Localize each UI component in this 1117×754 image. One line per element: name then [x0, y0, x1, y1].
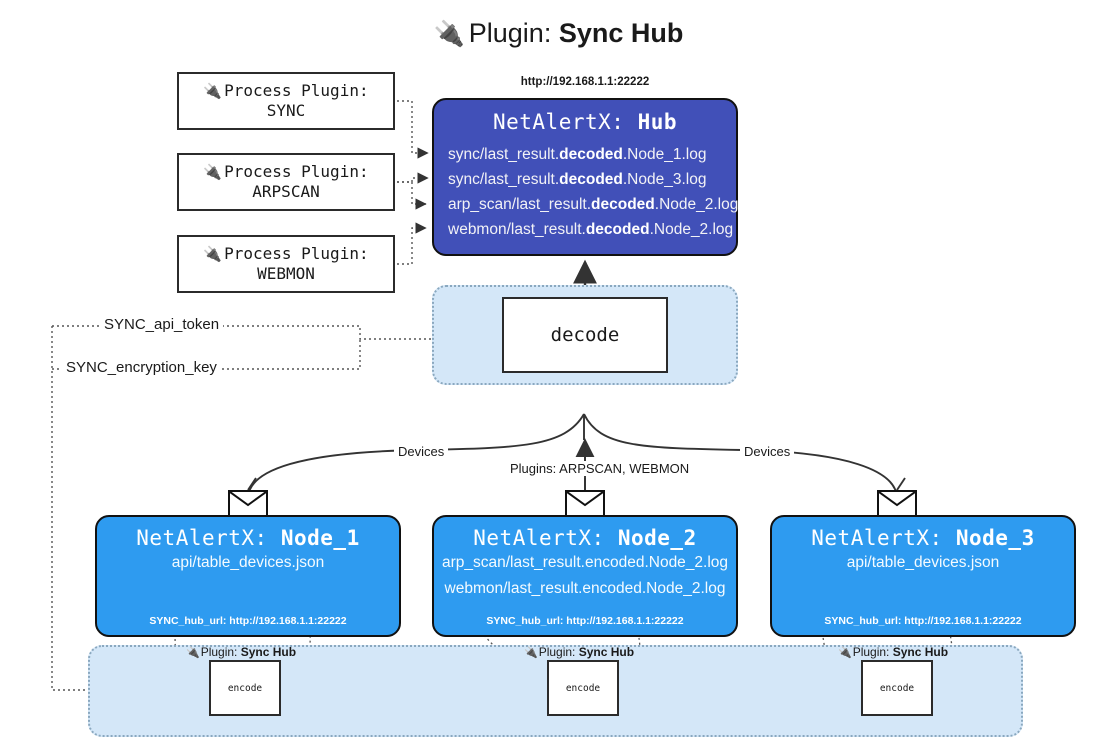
edge-label-devices-right: Devices [740, 444, 795, 459]
node-row: arp_scan/last_result.encoded.Node_2.log [441, 554, 729, 571]
title-prefix: Plugin: [468, 18, 552, 48]
node-name: Node_2 [617, 526, 697, 550]
title-name: Sync Hub [558, 18, 684, 48]
process-plugin-name: WEBMON [257, 264, 315, 283]
process-plugin-arpscan[interactable]: 🔌Process Plugin: ARPSCAN [177, 153, 395, 211]
process-plugin-label: Process Plugin: [224, 162, 369, 182]
log-mid: decoded [559, 146, 623, 163]
node-2[interactable]: NetAlertX: Node_2 arp_scan/last_result.e… [432, 515, 738, 637]
page-title: 🔌Plugin: Sync Hub [0, 18, 1117, 49]
node-1[interactable]: NetAlertX: Node_1 api/table_devices.json… [95, 515, 401, 637]
envelope-icon-node-2 [565, 490, 605, 519]
hub-title: NetAlertX: Hub [434, 110, 736, 134]
process-plugin-label: Process Plugin: [224, 81, 369, 101]
encode-plugin-tag-3: 🔌Plugin: Sync Hub [838, 645, 948, 659]
hub-log-list: sync/last_result.decoded.Node_1.log sync… [434, 142, 739, 242]
log-post: .Node_1.log [622, 146, 707, 163]
encode-plugin-tag-2: 🔌Plugin: Sync Hub [524, 645, 634, 659]
plugin-name: Sync Hub [892, 645, 949, 659]
plug-icon: 🔌 [203, 245, 223, 264]
envelope-icon-node-1 [228, 490, 268, 519]
plug-icon: 🔌 [186, 647, 200, 659]
plug-icon: 🔌 [203, 82, 223, 101]
log-pre: arp_scan/last_result. [448, 196, 592, 213]
plugin-name: Sync Hub [240, 645, 297, 659]
log-mid: decoded [559, 171, 623, 188]
node-row: api/table_devices.json [171, 554, 325, 571]
process-plugin-name: ARPSCAN [252, 182, 320, 201]
node-hub-url: SYNC_hub_url: http://192.168.1.1:22222 [824, 615, 1022, 627]
node-name: Node_1 [280, 526, 360, 550]
hub-name: Hub [637, 110, 678, 134]
log-pre: sync/last_result. [448, 171, 560, 188]
decode-box[interactable]: decode [502, 297, 668, 373]
process-plugin-label: Process Plugin: [224, 244, 369, 264]
node-title: NetAlertX: Node_1 [97, 526, 399, 550]
plugin-prefix: Plugin: [200, 645, 238, 659]
label-sync-encryption-key: SYNC_encryption_key [62, 359, 221, 376]
edge-label-plugins-center: Plugins: ARPSCAN, WEBMON [506, 461, 694, 476]
node-3[interactable]: NetAlertX: Node_3 api/table_devices.json… [770, 515, 1076, 637]
node-row: api/table_devices.json [846, 554, 1000, 571]
edge-label-devices-left: Devices [394, 444, 449, 459]
node-hub-url: SYNC_hub_url: http://192.168.1.1:22222 [149, 615, 347, 627]
node-name: Node_3 [955, 526, 1035, 550]
plug-icon: 🔌 [524, 647, 538, 659]
plug-icon: 🔌 [838, 647, 852, 659]
encode-box-2[interactable]: encode [547, 660, 619, 716]
encode-plugin-tag-1: 🔌Plugin: Sync Hub [186, 645, 296, 659]
process-plugin-name: SYNC [266, 101, 306, 120]
process-plugin-sync[interactable]: 🔌Process Plugin: SYNC [177, 72, 395, 130]
log-post: .Node_2.log [649, 221, 734, 238]
plugin-name: Sync Hub [578, 645, 635, 659]
label-sync-api-token: SYNC_api_token [100, 316, 224, 333]
hub-url-label: http://192.168.1.1:22222 [520, 76, 650, 88]
hub-app: NetAlertX: [492, 110, 625, 134]
hub-log-row: sync/last_result.decoded.Node_3.log [434, 167, 736, 192]
plug-icon: 🔌 [433, 20, 465, 48]
node-title: NetAlertX: Node_2 [434, 526, 736, 550]
log-mid: decoded [585, 221, 650, 238]
log-pre: webmon/last_result. [448, 221, 586, 238]
node-app: NetAlertX: [473, 526, 605, 550]
hub-log-row: arp_scan/last_result.decoded.Node_2.log [434, 192, 739, 217]
encode-box-1[interactable]: encode [209, 660, 281, 716]
hub-log-row: sync/last_result.decoded.Node_1.log [434, 142, 736, 167]
plugin-prefix: Plugin: [852, 645, 890, 659]
encode-box-3[interactable]: encode [861, 660, 933, 716]
plug-icon: 🔌 [203, 163, 223, 182]
log-post: .Node_3.log [622, 171, 707, 188]
plugin-prefix: Plugin: [538, 645, 576, 659]
process-plugin-webmon[interactable]: 🔌Process Plugin: WEBMON [177, 235, 395, 293]
hub-node[interactable]: NetAlertX: Hub sync/last_result.decoded.… [432, 98, 738, 256]
node-title: NetAlertX: Node_3 [772, 526, 1074, 550]
log-pre: sync/last_result. [448, 146, 560, 163]
hub-log-row: webmon/last_result.decoded.Node_2.log [434, 217, 736, 242]
node-app: NetAlertX: [136, 526, 268, 550]
node-row: webmon/last_result.encoded.Node_2.log [444, 580, 726, 597]
node-hub-url: SYNC_hub_url: http://192.168.1.1:22222 [486, 615, 684, 627]
log-post: .Node_2.log [654, 196, 739, 213]
node-app: NetAlertX: [811, 526, 943, 550]
log-mid: decoded [591, 196, 655, 213]
